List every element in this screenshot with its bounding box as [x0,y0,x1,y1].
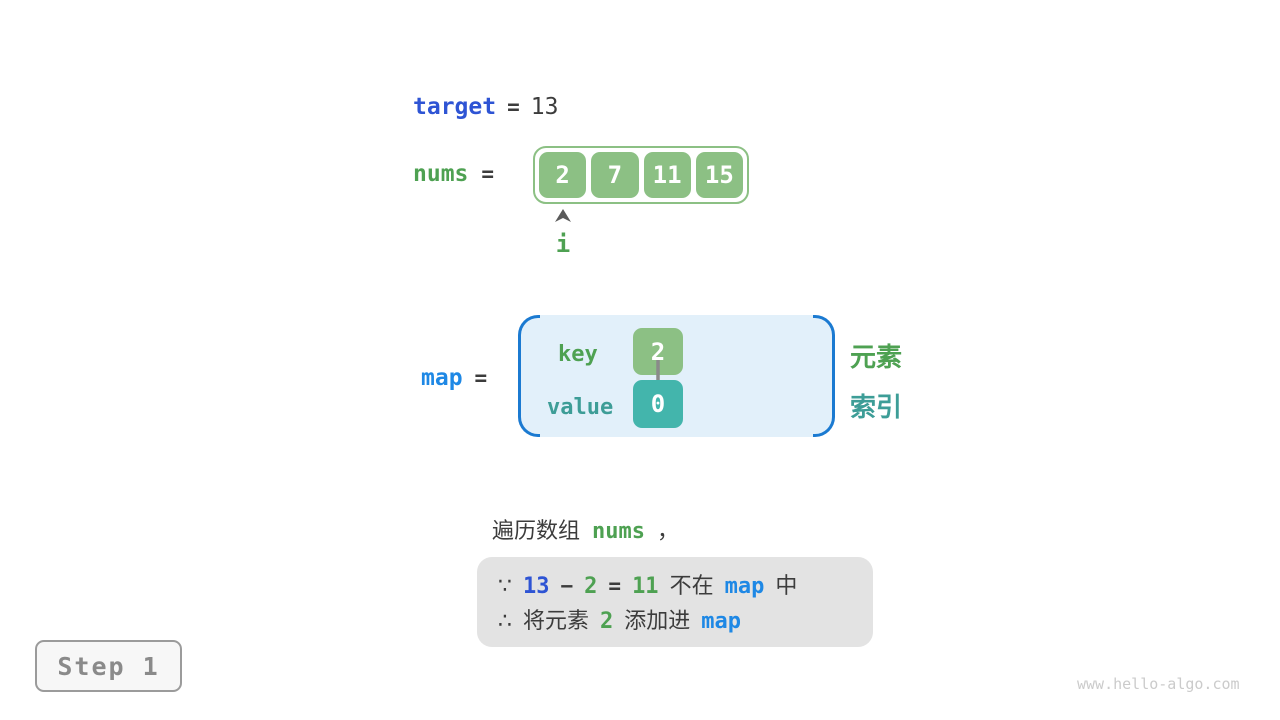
map-variable-label: map [421,365,463,391]
minus-sign: − [560,574,574,598]
element-annotation: 元素 [850,343,903,373]
equals-sign: = [608,574,622,598]
note-element-value: 2 [600,609,614,634]
note-text-add-element: 将元素 [523,609,590,634]
map-assignment: map = [421,365,487,391]
reasoning-note-box: ∵ 13 − 2 = 11 不在 map 中 ∴ 将元素 2 添加进 map [477,557,873,647]
equals-sign: = [474,366,488,390]
site-watermark: www.hello-algo.com [1077,675,1240,693]
caption-comma: ， [657,519,680,544]
nums-array-cell: 15 [695,152,743,198]
note-text-notin: 不在 [669,574,714,599]
caption: 遍历数组 nums ， [492,513,679,545]
target-value: 13 [530,94,559,120]
map-left-paren [518,315,540,437]
target-variable-label: target [413,94,497,120]
index-pointer-label: i [555,230,571,258]
note-line-1: ∵ 13 − 2 = 11 不在 map 中 [498,568,873,603]
note-line-2: ∴ 将元素 2 添加进 map [498,603,873,638]
equals-sign: = [507,95,520,119]
note-subtrahend: 2 [584,574,598,599]
nums-array-cell: 2 [539,152,587,198]
map-right-paren [813,315,835,437]
step-badge-label: Step 1 [57,651,160,681]
nums-array-cell: 11 [643,152,691,198]
arrow-up-icon [555,209,571,222]
equals-sign: = [481,162,495,186]
therefore-sign: ∴ [498,609,512,634]
map-value-cell: 0 [633,380,683,428]
nums-assignment: nums = [413,161,494,187]
note-code-map: map [724,574,765,599]
nums-array-cell: 7 [591,152,639,198]
caption-text: 遍历数组 [492,519,581,544]
step-badge: Step 1 [35,640,182,692]
note-minuend: 13 [523,574,550,599]
map-value-label: value [547,395,614,420]
map-container: key 2 value 0 [518,315,835,437]
target-assignment: target = 13 [413,94,558,120]
nums-array: 2 7 11 15 [533,146,749,204]
index-annotation: 索引 [850,393,903,423]
caption-code-nums: nums [592,519,645,544]
note-difference: 11 [632,574,659,599]
note-text-add-into: 添加进 [624,609,691,634]
because-sign: ∵ [498,574,512,599]
note-code-map: map [701,609,742,634]
map-key-label: key [558,342,598,367]
note-text-in: 中 [775,574,798,599]
nums-variable-label: nums [413,161,469,187]
